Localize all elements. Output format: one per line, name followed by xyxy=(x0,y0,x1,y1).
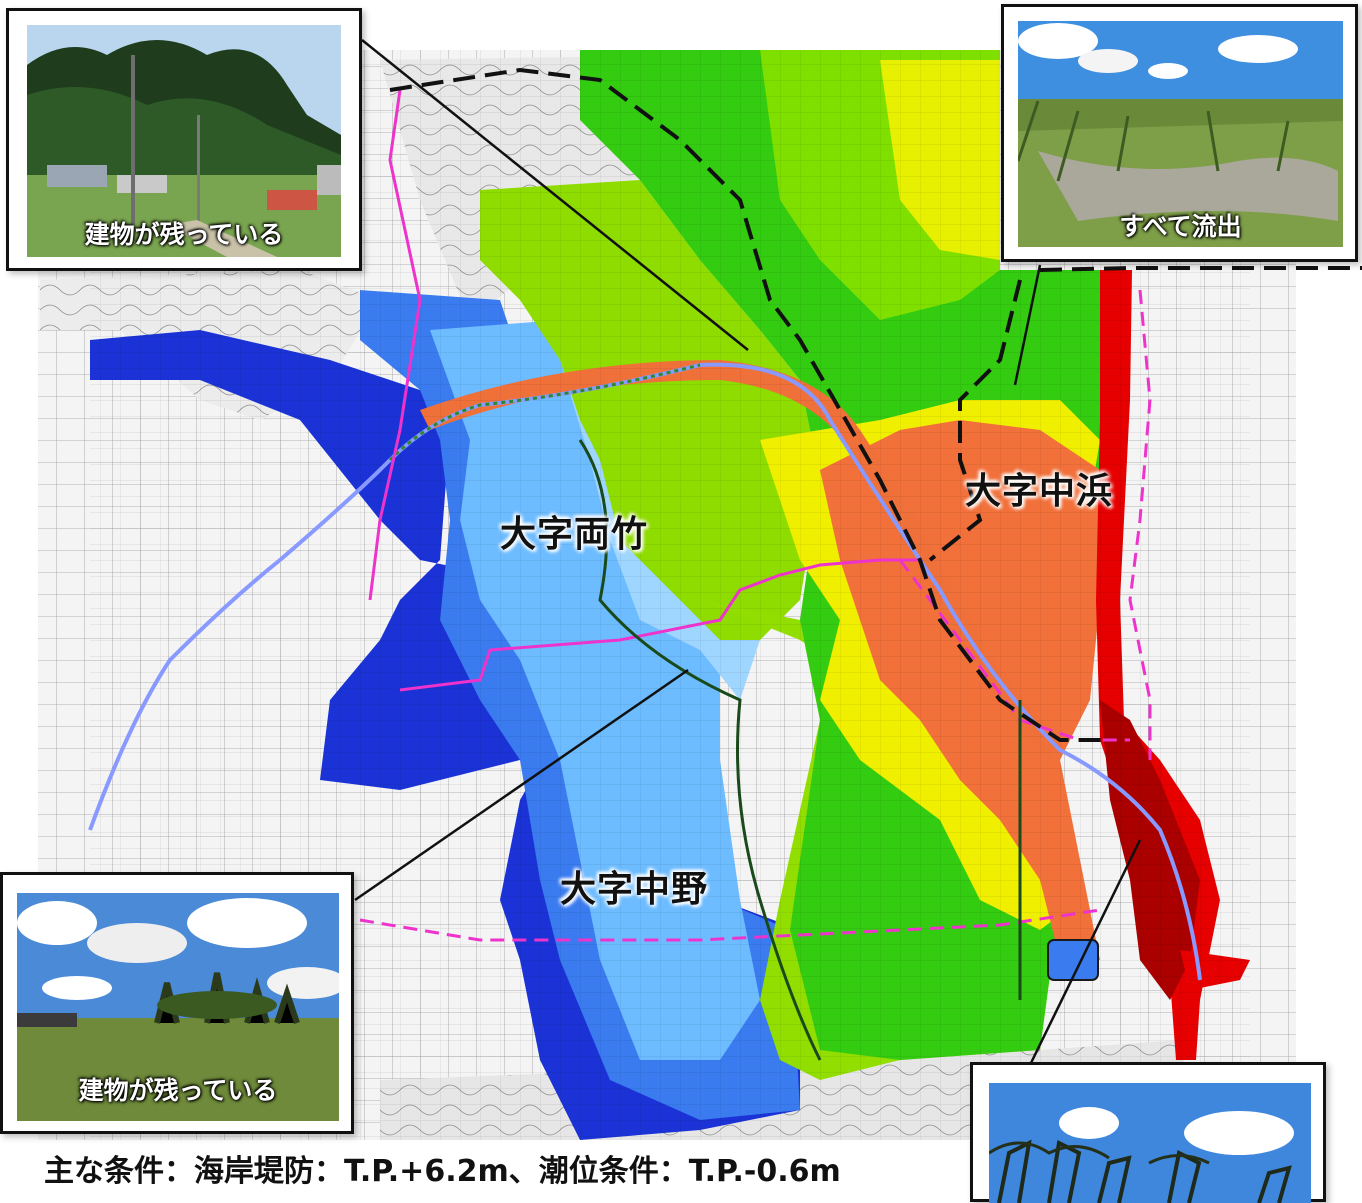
conditions-text: 主な条件：海岸堤防：T.P.+6.2m、潮位条件：T.P.-0.6m xyxy=(44,1154,841,1189)
photo-bottom-left-image xyxy=(17,893,339,1121)
photo-top-right-image xyxy=(1018,21,1343,247)
photo-top-left-image xyxy=(27,25,341,257)
photo-top-right: すべて流出 xyxy=(1001,4,1358,262)
photo-top-left-caption: 建物が残っている xyxy=(84,220,284,249)
photo-bottom-left: 建物が残っている xyxy=(0,872,354,1134)
photo-bottom-left-caption: 建物が残っている xyxy=(78,1076,278,1105)
photo-top-left: 建物が残っている xyxy=(6,8,362,271)
river xyxy=(88,362,1202,981)
district-label-nakahama: 大字中浜 xyxy=(965,471,1114,512)
zone-outlines xyxy=(578,439,1022,1061)
photo-bottom-right xyxy=(970,1062,1326,1203)
river-embankment xyxy=(388,363,701,462)
pond xyxy=(1047,939,1099,981)
district-label-ryochiku: 大字両竹 xyxy=(500,514,649,555)
photo-top-right-caption: すべて流出 xyxy=(1119,212,1242,241)
district-label-nakano: 大字中野 xyxy=(560,869,709,910)
photo-bottom-right-image xyxy=(989,1083,1311,1203)
